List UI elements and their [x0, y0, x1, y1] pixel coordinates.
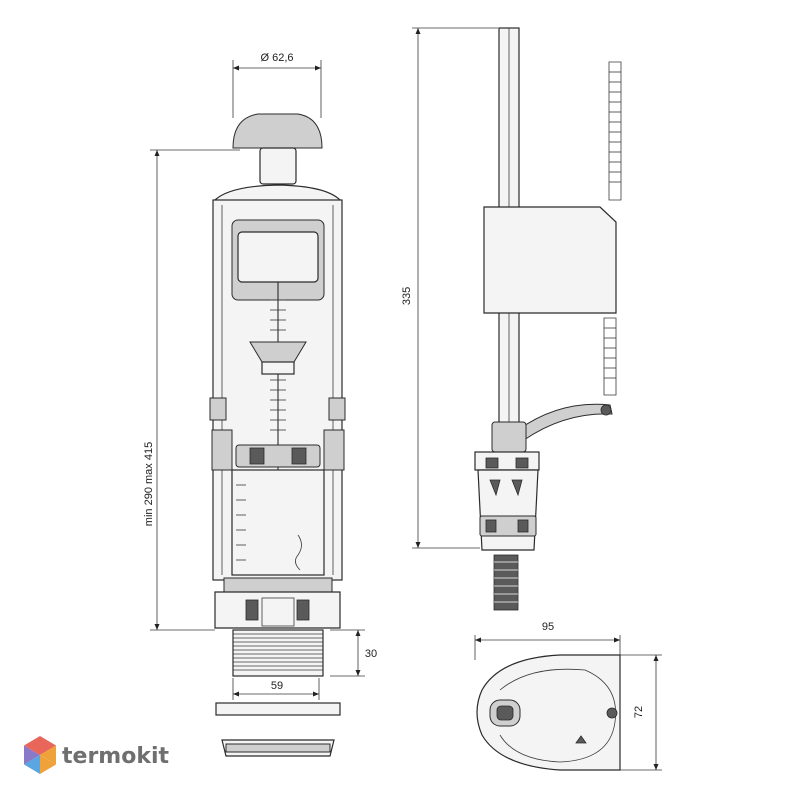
valve-height-dimension: 335: [401, 27, 498, 549]
height-range-label: min 290 max 415: [143, 442, 155, 526]
thread-height-dimension: 30: [330, 629, 377, 677]
diameter-dimension: Ø 62,6: [232, 52, 322, 118]
height-dimension: min 290 max 415: [143, 149, 240, 631]
valve-height-label: 335: [401, 287, 413, 305]
thread-height-label: 30: [365, 648, 377, 660]
push-button: [232, 113, 323, 149]
float-width-label: 95: [542, 621, 554, 633]
logo-icon: [24, 736, 56, 774]
brand-name: termokit: [62, 744, 169, 769]
thread-width-label: 59: [271, 680, 283, 692]
shank: [493, 554, 519, 611]
float-box: [483, 206, 617, 314]
termokit-logo: termokit: [24, 736, 169, 774]
thread: [232, 629, 324, 677]
float-top-view: [476, 654, 621, 771]
fill-valve-drawing: [474, 27, 622, 611]
float-depth-dimension: 72: [620, 654, 662, 771]
flush-valve-drawing: [209, 113, 346, 757]
thread-width-dimension: 59: [232, 678, 320, 700]
diameter-label: Ø 62,6: [260, 52, 293, 64]
float-width-dimension: 95: [474, 621, 621, 660]
washer: [215, 702, 341, 716]
float-depth-label: 72: [633, 706, 645, 718]
